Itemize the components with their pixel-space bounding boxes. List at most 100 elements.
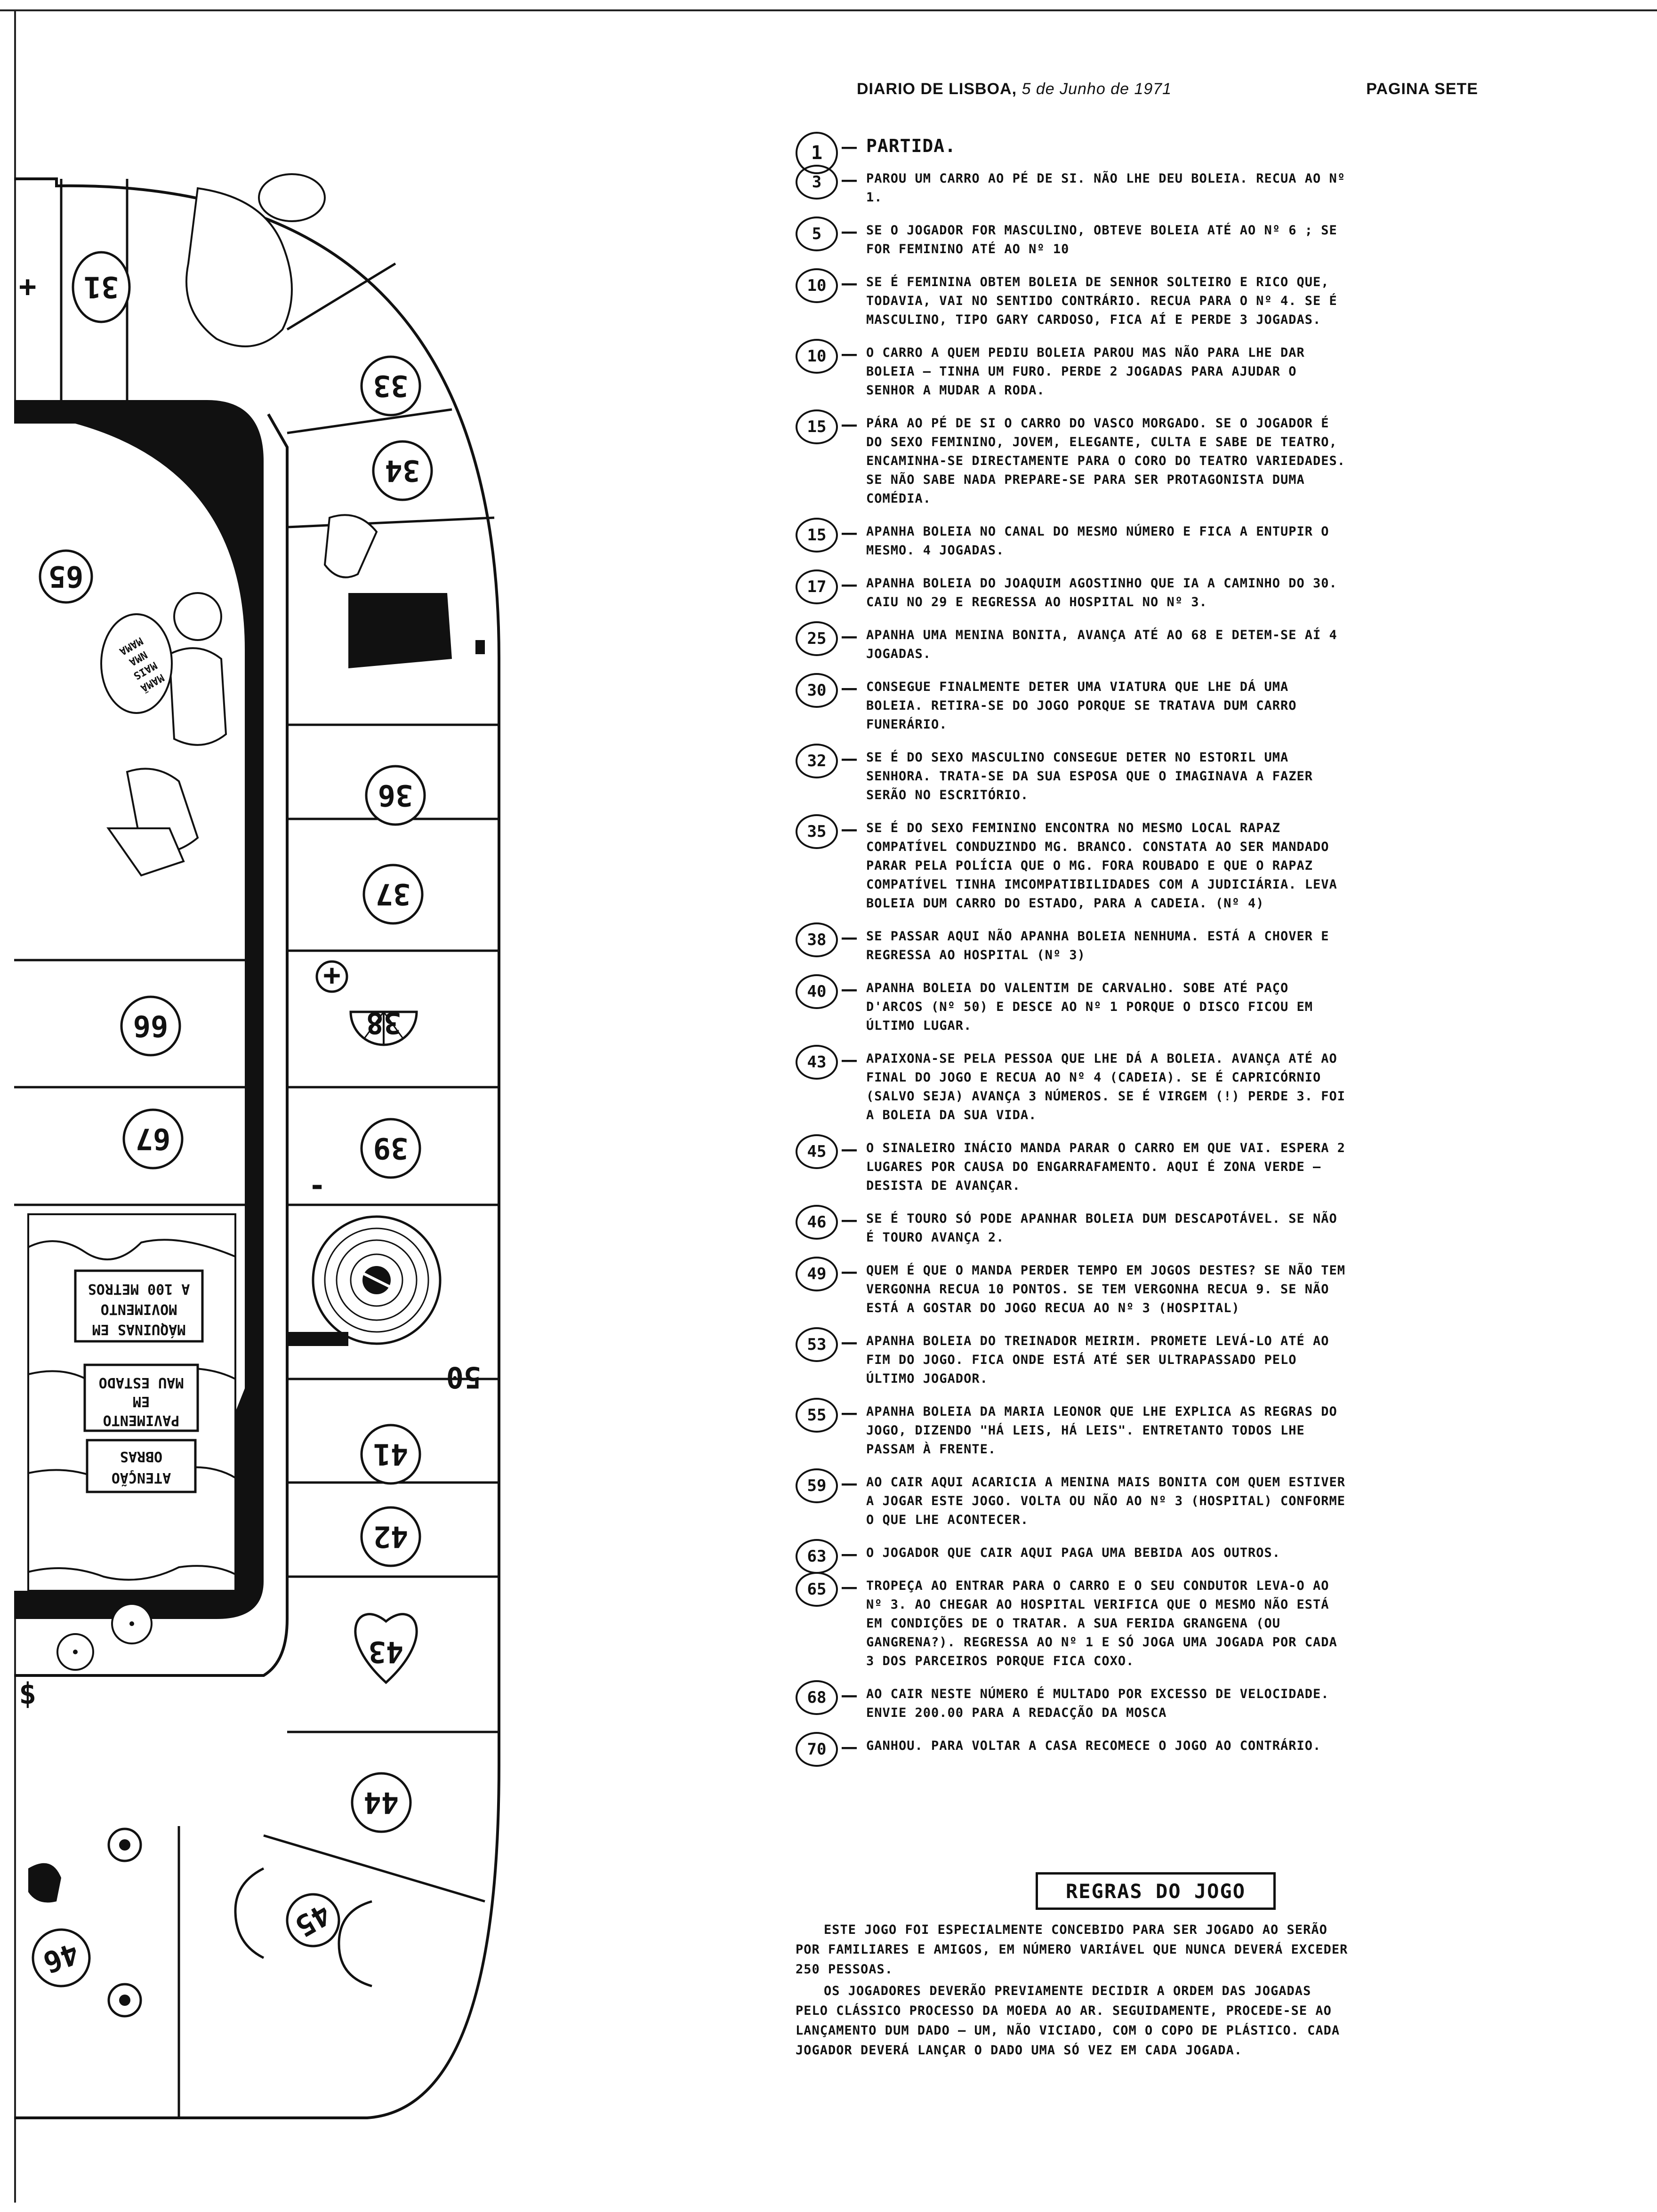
rule-number: 70 [796,1732,838,1767]
square-44: 44 [351,1772,412,1833]
rule-item: 17— APANHA BOLEIA DO JOAQUIM AGOSTINHO QU… [796,569,1351,612]
square-45: 45 [286,1893,340,1948]
svg-text:MOVIMENTO: MOVIMENTO [101,1301,177,1317]
square-34-label: 34 [385,454,420,488]
rule-text: O SINALEIRO INÁCIO MANDA PARAR O CARRO E… [866,1141,1346,1193]
rule-dash: — [841,1738,858,1757]
svg-text:A 100 METROS: A 100 METROS [88,1281,190,1297]
rule-item: 38—SE PASSAR AQUI NÃO APANHA BOLEIA NENH… [796,922,1351,965]
rule-number: 46 [796,1205,838,1240]
square-42: 42 [360,1506,421,1567]
rule-dash: — [841,1474,858,1493]
coins [56,1603,153,1671]
rule-dash: — [841,1140,858,1159]
rule-item: 70— GANHOU. PARA VOLTAR A CASA RECOMECE O… [796,1732,1351,1767]
rule-dash: — [841,1333,858,1352]
rule-item: 10—SE É FEMININA OBTEM BOLEIA DE SENHOR … [796,268,1351,329]
plus-badge: + [315,958,348,993]
plus-mark: + [19,269,36,304]
game-board: 31 32 33 34 35 36 37 38 + 39 66 [14,173,500,2119]
bottom-circles [28,1827,372,2018]
rule-text: SE É DO SEXO MASCULINO CONSEGUE DETER NO… [866,750,1313,802]
square-31-label: 31 [84,270,119,305]
rule-text: APANHA BOLEIA DO JOAQUIM AGOSTINHO QUE I… [866,576,1337,609]
rule-item: 68—AO CAIR NESTE NÚMERO É MULTADO POR EX… [796,1680,1351,1723]
rule-text: SE É DO SEXO FEMININO ENCONTRA NO MESMO … [866,821,1337,911]
rule-item: 3—PAROU UM CARRO AO PÉ DE SI. NÃO LHE DE… [796,165,1351,207]
rule-item: 15—PÁRA AO PÉ DE SI O CARRO DO VASCO MOR… [796,409,1351,508]
rule-number: 35 [796,814,838,849]
rule-dash: — [841,749,858,769]
rule-dash: — [841,274,858,293]
rule-dash: — [841,627,858,646]
rules-title: REGRAS DO JOGO [1036,1872,1276,1910]
square-39-label: 39 [373,1131,409,1166]
rule-text: PAROU UM CARRO AO PÉ DE SI. NÃO LHE DEU … [866,171,1346,205]
record-illustration: 50 [287,1215,482,1395]
rule-text: O JOGADOR QUE CAIR AQUI PAGA UMA BEBIDA … [866,1546,1281,1560]
square-33-label: 33 [373,369,409,403]
svg-text:PAVIMENTO: PAVIMENTO [103,1412,180,1428]
square-43-label: 43 [369,1635,404,1669]
svg-text:OBRAS: OBRAS [120,1448,162,1465]
svg-text:MÁQUINAS EM: MÁQUINAS EM [92,1321,186,1338]
rule-dash: — [841,1403,858,1423]
rules-paragraph-2: OS JOGADORES DEVERÃO PREVIAMENTE DECIDIR… [796,1984,1340,2058]
fifty-mark: 50 [446,1360,482,1395]
rule-text: SE PASSAR AQUI NÃO APANHA BOLEIA NENHUMA… [866,929,1329,962]
square-31: 31 [72,251,131,323]
rule-text: O CARRO A QUEM PEDIU BOLEIA PAROU MAS NÃ… [866,345,1305,398]
square-67-label: 67 [136,1122,171,1156]
square-34: 34 [372,440,433,501]
rule-item: 49—QUEM É QUE O MANDA PERDER TEMPO EM JO… [796,1257,1351,1318]
svg-text:MAU ESTADO: MAU ESTADO [99,1374,184,1391]
square-37: 37 [362,864,424,925]
rule-item: 53—APANHA BOLEIA DO TREINADOR MEIRIM. PR… [796,1327,1351,1388]
square-66-label: 66 [133,1009,169,1043]
square-41: 41 [360,1424,421,1485]
rule-item: 32— SE É DO SEXO MASCULINO CONSEGUE DETER… [796,744,1351,805]
rule-number: 59 [796,1468,838,1503]
hand-sign [348,593,485,668]
rule-dash: — [841,1545,858,1564]
newspaper-name: DIARIO DE LISBOA, [857,80,1017,98]
rules-list: 1—PARTIDA.3—PAROU UM CARRO AO PÉ DE SI. … [796,132,1351,1767]
rule-item: 10—O CARRO A QUEM PEDIU BOLEIA PAROU MAS… [796,339,1351,400]
rule-number: 65 [796,1572,838,1607]
rule-item: 40—APANHA BOLEIA DO VALENTIM DE CARVALHO… [796,974,1351,1035]
rule-text: AO CAIR NESTE NÚMERO É MULTADO POR EXCES… [866,1687,1329,1720]
rule-text: QUEM É QUE O MANDA PERDER TEMPO EM JOGOS… [866,1263,1346,1315]
page-label: PAGINA SETE [1366,80,1478,98]
rule-item: 25—APANHA UMA MENINA BONITA, AVANÇA ATÉ … [796,621,1351,664]
square-43: 43 [354,1613,418,1684]
square-65-label: 65 [48,560,84,594]
rule-dash: — [841,575,858,594]
rule-dash: — [841,1262,858,1282]
square-42-label: 42 [373,1520,409,1554]
svg-text:EM: EM [133,1393,150,1410]
rule-number: 10 [796,268,838,303]
rule-number: 32 [796,744,838,778]
issue-date: 5 de Junho de 1971 [1022,80,1172,98]
rule-item: 5—SE O JOGADOR FOR MASCULINO, OBTEVE BOL… [796,216,1351,259]
newspaper-dateline: DIARIO DE LISBOA, 5 de Junho de 1971 [857,80,1172,98]
rule-item: 15—APANHA BOLEIA NO CANAL DO MESMO NÚMER… [796,518,1351,560]
rule-number: 30 [796,673,838,708]
rule-number: 17 [796,569,838,604]
minus-mark: - [308,1168,326,1202]
track-inner-edge [14,413,289,1677]
rule-number: 15 [796,409,838,444]
stone-wall-area: MÁQUINAS EM MOVIMENTO A 100 METROS PAVIM… [27,1213,236,1592]
rule-text: GANHOU. PARA VOLTAR A CASA RECOMECE O JO… [866,1739,1321,1753]
rule-number: 43 [796,1045,838,1080]
rule-dash: — [841,137,858,157]
rule-number: 40 [796,974,838,1009]
rule-number: 25 [796,621,838,656]
rule-number: 45 [796,1134,838,1169]
rule-dash: — [841,1050,858,1070]
rule-dash: — [841,415,858,434]
rule-number: 53 [796,1327,838,1362]
rule-item: 59—AO CAIR AQUI ACARICIA A MENINA MAIS B… [796,1468,1351,1530]
rule-text: APANHA BOLEIA NO CANAL DO MESMO NÚMERO E… [866,524,1329,558]
rule-number: 5 [796,216,838,251]
